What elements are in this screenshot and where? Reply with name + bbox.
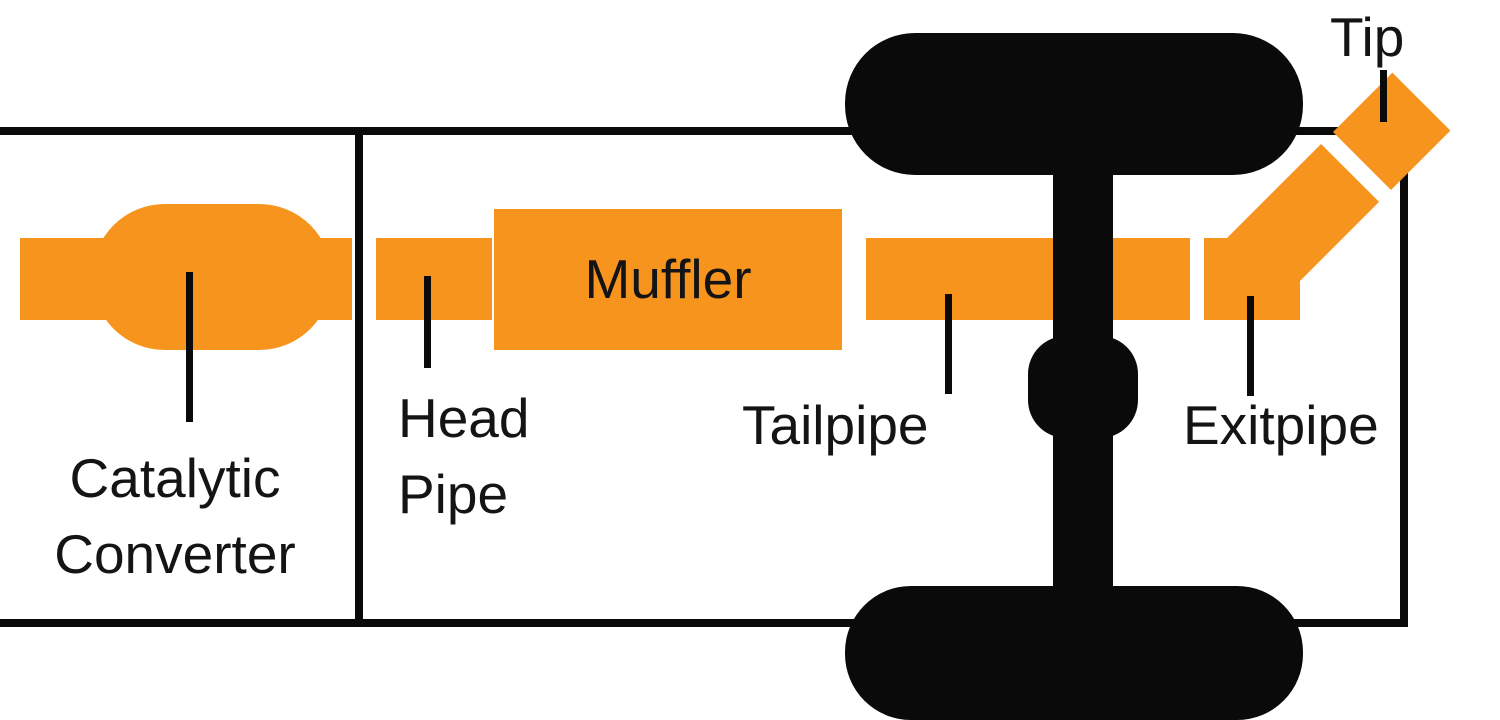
tailpipe-label: Tailpipe: [742, 394, 929, 456]
head-pipe-label-line2: Pipe: [398, 463, 509, 525]
frame-bottom-rail: [0, 619, 1408, 627]
tip-label: Tip: [1330, 6, 1405, 68]
exitpipe-leader-line: [1247, 296, 1254, 396]
frame-top-rail: [0, 127, 1408, 135]
tip-leader-line: [1380, 70, 1387, 122]
vehicle-frame: [0, 127, 1408, 627]
head-pipe-label: Head Pipe: [398, 380, 529, 532]
catalytic-converter-leader-line: [186, 272, 193, 422]
muffler-shape: [494, 209, 842, 350]
catalytic-converter-label-line1: Catalytic: [69, 447, 281, 509]
tailpipe-leader-line: [945, 294, 952, 394]
muffler-label: Muffler: [584, 248, 752, 310]
frame-cab-divider: [355, 127, 363, 627]
catalytic-converter-label-line2: Converter: [54, 523, 296, 585]
leader-lines: [186, 70, 1387, 422]
exitpipe-bend-shape: [1215, 143, 1380, 308]
head-pipe-shape: [376, 238, 492, 320]
exitpipe-label: Exitpipe: [1183, 394, 1379, 456]
top-wheel: [845, 33, 1303, 175]
tip-shape: [1333, 72, 1451, 190]
tailpipe-shape: [866, 238, 1190, 320]
catalytic-converter-shape: [92, 204, 332, 350]
bottom-wheel: [845, 586, 1303, 720]
exhaust-pipes: [20, 72, 1451, 350]
catalytic-converter-label: Catalytic Converter: [5, 440, 345, 592]
head-pipe-label-line1: Head: [398, 387, 530, 449]
muffler-label-box: Muffler: [494, 209, 842, 350]
differential: [1028, 336, 1138, 438]
frame-rear-edge: [1400, 127, 1408, 627]
head-pipe-leader-line: [424, 276, 431, 368]
rear-axle-assembly: [845, 33, 1303, 720]
